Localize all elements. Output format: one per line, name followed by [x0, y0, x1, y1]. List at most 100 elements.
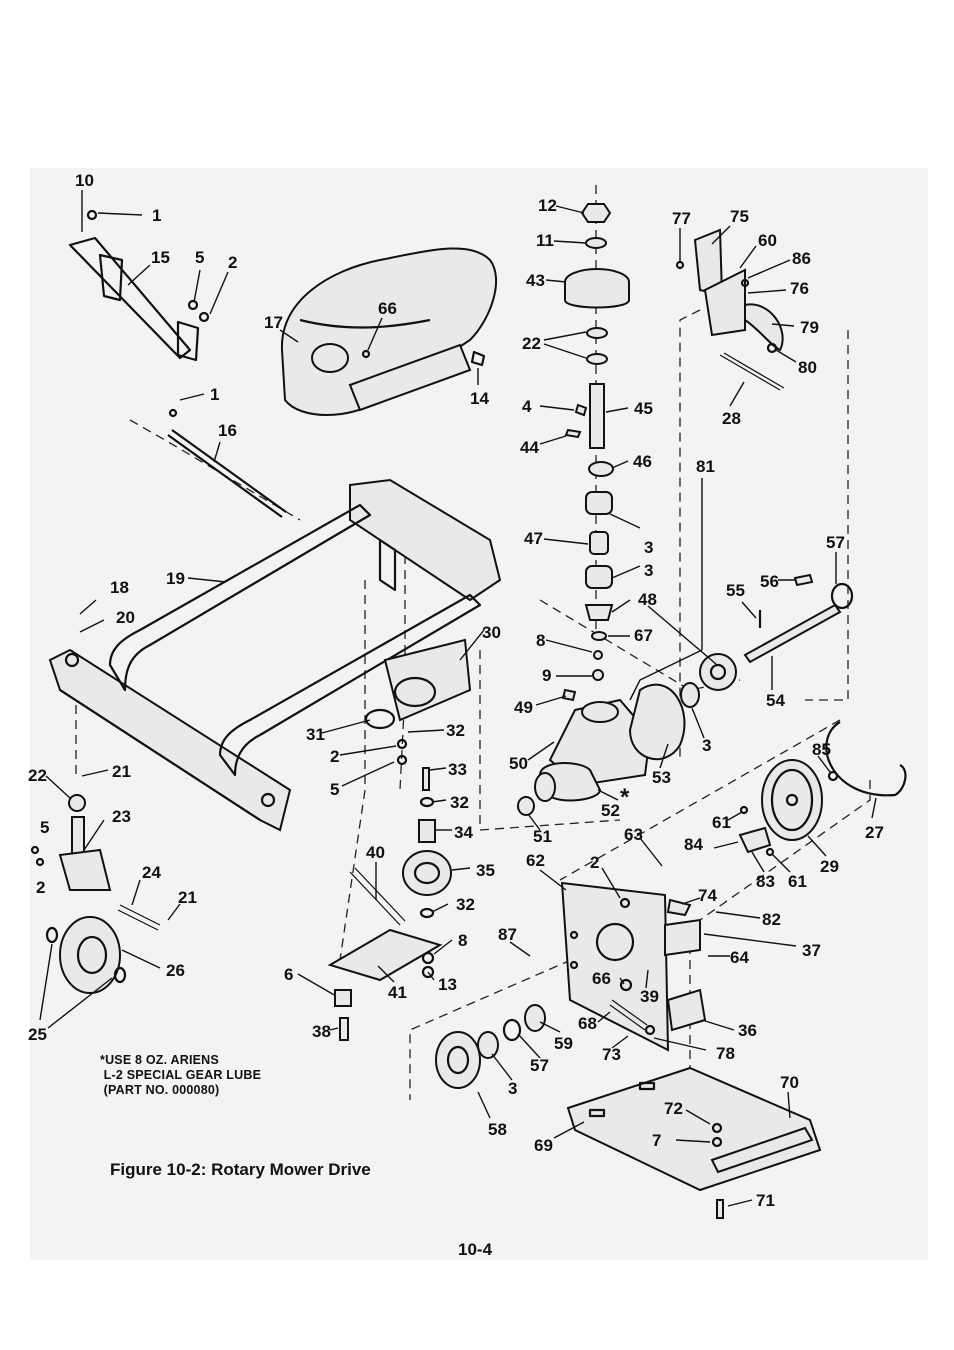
callout-label: 72 — [664, 1099, 683, 1118]
callout-label: 7 — [652, 1131, 661, 1150]
callout-label: 46 — [633, 452, 652, 471]
callout-label: 2 — [228, 253, 237, 272]
callout-label: 3 — [508, 1079, 517, 1098]
callout-label: 69 — [534, 1136, 553, 1155]
lube-asterisk: * — [620, 784, 630, 811]
callout-label: 9 — [542, 666, 551, 685]
callout-label: 12 — [538, 196, 557, 215]
callout-label: 57 — [826, 533, 845, 552]
lube-note-line: *USE 8 OZ. ARIENS — [100, 1053, 219, 1067]
callout-label: 57 — [530, 1056, 549, 1075]
callout-label: 43 — [526, 271, 545, 290]
callout-label: 66 — [592, 969, 611, 988]
callout-label: 2 — [590, 853, 599, 872]
callout-label: 61 — [788, 872, 807, 891]
callout-label: 79 — [800, 318, 819, 337]
callout-label: 86 — [792, 249, 811, 268]
callout-label: 35 — [476, 861, 495, 880]
callout-label: 32 — [450, 793, 469, 812]
callout-label: 85 — [812, 740, 831, 759]
callout-label: 53 — [652, 768, 671, 787]
callout-label: 59 — [554, 1034, 573, 1053]
shaft-54 — [743, 573, 907, 797]
callout-label: 30 — [482, 623, 501, 642]
callout-label: 32 — [456, 895, 475, 914]
lube-note-line: L-2 SPECIAL GEAR LUBE — [100, 1068, 262, 1082]
leader-lines — [39, 190, 877, 1207]
callout-label: 8 — [536, 631, 545, 650]
callout-label: 5 — [330, 780, 339, 799]
callout-label: 3 — [644, 538, 653, 557]
callout-label: 49 — [514, 698, 533, 717]
bracket-and-spring — [675, 228, 785, 391]
callout-label: 80 — [798, 358, 817, 377]
callout-label: 15 — [151, 248, 170, 267]
callout-label: 63 — [624, 825, 643, 844]
callout-label: 39 — [640, 987, 659, 1006]
callout-label: 11 — [536, 231, 554, 250]
callout-label: 44 — [520, 438, 539, 457]
callout-label: 71 — [756, 1191, 775, 1210]
callout-label: 20 — [116, 608, 135, 627]
callout-label: 75 — [730, 207, 749, 226]
callout-labels: 10 1 15 5 2 17 66 14 1 16 19 18 20 22 21… — [28, 171, 884, 1210]
gearbox-stack — [564, 203, 630, 681]
callout-label: 2 — [36, 878, 45, 897]
idler-assembly — [327, 638, 472, 1041]
callout-label: 40 — [366, 843, 385, 862]
callout-label: 83 — [756, 872, 775, 891]
callout-label: 56 — [760, 572, 779, 591]
callout-label: 18 — [110, 578, 129, 597]
callout-label: 26 — [166, 961, 185, 980]
callout-label: 27 — [865, 823, 884, 842]
callout-label: 47 — [524, 529, 543, 548]
callout-label: 10 — [75, 171, 94, 190]
callout-label: 21 — [178, 888, 197, 907]
page-number: 10-4 — [458, 1240, 493, 1259]
figure-caption: Figure 10-2: Rotary Mower Drive — [110, 1160, 371, 1179]
callout-label: 13 — [438, 975, 457, 994]
callout-label: 3 — [702, 736, 711, 755]
callout-label: 29 — [820, 857, 839, 876]
callout-label: 1 — [152, 206, 161, 225]
callout-label: 50 — [509, 754, 528, 773]
callout-label: 45 — [634, 399, 653, 418]
callout-label: 48 — [638, 590, 657, 609]
mounting-plate-62 — [560, 881, 707, 1052]
callout-label: 84 — [684, 835, 703, 854]
callout-label: 5 — [195, 248, 204, 267]
callout-label: 68 — [578, 1014, 597, 1033]
rod-16 — [167, 408, 287, 518]
callout-label: 2 — [330, 747, 339, 766]
callout-label: 17 — [264, 313, 283, 332]
callout-label: 1 — [210, 385, 219, 404]
callout-label: 4 — [522, 397, 532, 416]
callout-label: 60 — [758, 231, 777, 250]
callout-label: 73 — [602, 1045, 621, 1064]
callout-label: 3 — [644, 561, 653, 580]
callout-label: 64 — [730, 948, 749, 967]
callout-label: 58 — [488, 1120, 507, 1139]
callout-label: 38 — [312, 1022, 331, 1041]
callout-label: 28 — [722, 409, 741, 428]
callout-label: 19 — [166, 569, 185, 588]
cover-plate-69 — [566, 1066, 822, 1219]
caster-assembly — [30, 794, 161, 994]
callout-label: 34 — [454, 823, 473, 842]
lever-assembly-15 — [68, 209, 210, 362]
callout-label: 36 — [738, 1021, 757, 1040]
callout-label: 70 — [780, 1073, 799, 1092]
callout-label: 21 — [112, 762, 131, 781]
callout-label: 66 — [378, 299, 397, 318]
callout-label: 41 — [388, 983, 407, 1002]
callout-label: 51 — [533, 827, 552, 846]
callout-label: 55 — [726, 581, 745, 600]
callout-label: 32 — [446, 721, 465, 740]
callout-label: 24 — [142, 863, 161, 882]
callout-label: 33 — [448, 760, 467, 779]
callout-label: 62 — [526, 851, 545, 870]
callout-label: 25 — [28, 1025, 47, 1044]
callout-label: 22 — [522, 334, 541, 353]
callout-label: 82 — [762, 910, 781, 929]
callout-label: 14 — [470, 389, 489, 408]
